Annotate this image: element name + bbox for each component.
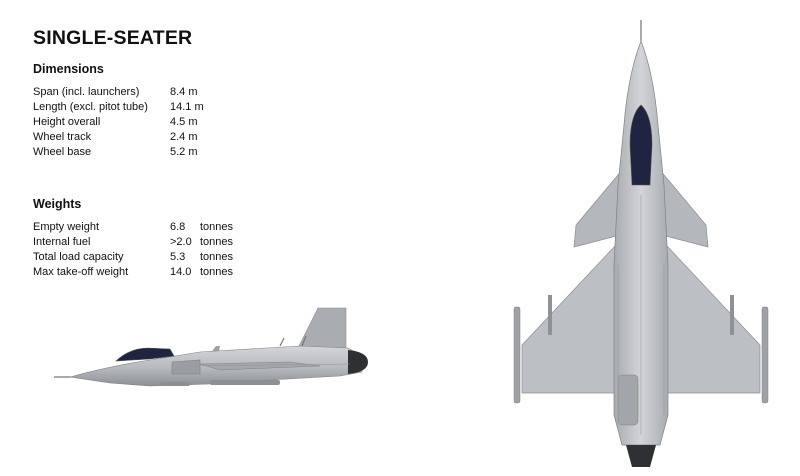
dimension-row: Wheel base 5.2 m	[33, 145, 204, 160]
page-title: SINGLE-SEATER	[33, 27, 193, 49]
weights-table: Empty weight 6.8 tonnes Internal fuel >2…	[33, 220, 233, 280]
right-pylon	[730, 295, 734, 335]
right-wingtip-launcher	[761, 306, 769, 404]
antenna	[301, 335, 307, 347]
antenna	[279, 337, 285, 347]
wing	[199, 361, 321, 371]
dimension-label: Span (incl. launchers)	[33, 86, 140, 98]
side-view-aircraft	[54, 307, 368, 387]
left-pylon	[548, 295, 552, 335]
air-intake	[171, 359, 201, 375]
dimension-row: Height overall 4.5 m	[33, 115, 204, 130]
weight-label: Total load capacity	[33, 251, 124, 263]
dimension-row: Wheel track 2.4 m	[33, 130, 204, 145]
weight-value: >2.0	[170, 236, 192, 248]
weight-unit: tonnes	[200, 221, 234, 233]
weight-row: Max take-off weight 14.0 tonnes	[33, 265, 233, 280]
weight-unit: tonnes	[200, 236, 234, 248]
weight-row: Empty weight 6.8 tonnes	[33, 220, 233, 235]
weights-heading: Weights	[33, 197, 82, 211]
dimension-value: 8.4 m	[170, 86, 198, 98]
dimensions-heading: Dimensions	[33, 62, 104, 76]
left-wingtip-launcher	[513, 306, 521, 404]
canopy	[629, 104, 653, 186]
exhaust-nozzle	[348, 350, 368, 374]
weight-value: 6.8	[170, 221, 186, 233]
weight-label: Empty weight	[33, 221, 100, 233]
dimension-label: Length (excl. pitot tube)	[33, 101, 148, 113]
weight-row: Internal fuel >2.0 tonnes	[33, 235, 233, 250]
canopy	[115, 347, 175, 362]
weight-row: Total load capacity 5.3 tonnes	[33, 250, 233, 265]
dimension-value: 2.4 m	[170, 131, 198, 143]
centerline-store	[617, 374, 639, 426]
top-view-aircraft	[513, 20, 769, 467]
landing-gear-door	[160, 382, 190, 386]
dimension-value: 4.5 m	[170, 116, 198, 128]
dimension-value: 5.2 m	[170, 146, 198, 158]
vertical-fin	[297, 307, 347, 349]
dimension-row: Span (incl. launchers) 8.4 m	[33, 85, 204, 100]
dimensions-table: Span (incl. launchers) 8.4 m Length (exc…	[33, 85, 204, 160]
weight-unit: tonnes	[200, 266, 234, 278]
exhaust-nozzle	[626, 445, 656, 467]
weight-label: Internal fuel	[33, 236, 91, 248]
weight-value: 5.3	[170, 251, 186, 263]
weight-label: Max take-off weight	[33, 266, 129, 278]
panel-line	[189, 363, 351, 367]
underwing-pylon	[210, 380, 280, 385]
dimension-label: Wheel base	[33, 146, 92, 158]
dimension-label: Wheel track	[33, 131, 92, 143]
dimension-value: 14.1 m	[170, 101, 204, 113]
dimension-row: Length (excl. pitot tube) 14.1 m	[33, 100, 204, 115]
weight-unit: tonnes	[200, 251, 234, 263]
dimension-label: Height overall	[33, 116, 101, 128]
weight-value: 14.0	[170, 266, 192, 278]
